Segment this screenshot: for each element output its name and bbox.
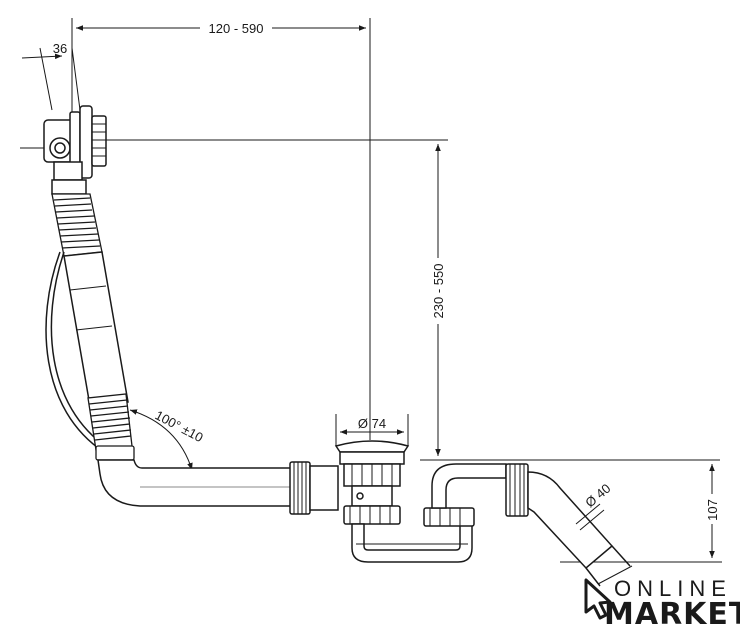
outlet-connector <box>505 463 633 587</box>
cursor-icon <box>584 578 612 620</box>
dimension-drain-label: Ø 74 <box>358 416 386 431</box>
pipe-nut <box>289 461 339 515</box>
u-trap <box>351 463 507 563</box>
logo-line2: MARKET <box>604 597 740 632</box>
dimension-vertical <box>95 139 720 461</box>
onlinemarket-logo: ONLINE MARKET <box>584 576 740 632</box>
dimension-offset <box>21 47 81 111</box>
dimension-offset-label: 36 <box>53 41 67 56</box>
bowden-cable <box>45 251 109 453</box>
corrugated-hose <box>51 193 103 257</box>
dimension-trap-label: 107 <box>705 499 720 521</box>
dimension-vertical-label: 230 - 550 <box>431 264 446 319</box>
horizontal-pipe <box>97 459 293 507</box>
logo-line1: ONLINE <box>614 576 732 601</box>
overflow-fitting <box>20 105 107 195</box>
overflow-pipe <box>63 251 129 407</box>
dimension-drain-diameter <box>335 414 409 446</box>
dimension-angle-label: 100° ±10 <box>153 407 206 445</box>
drain-body <box>334 440 410 525</box>
dimension-angle <box>129 409 193 471</box>
dimension-width-label: 120 - 590 <box>209 21 264 36</box>
lower-hose-section <box>87 393 135 461</box>
